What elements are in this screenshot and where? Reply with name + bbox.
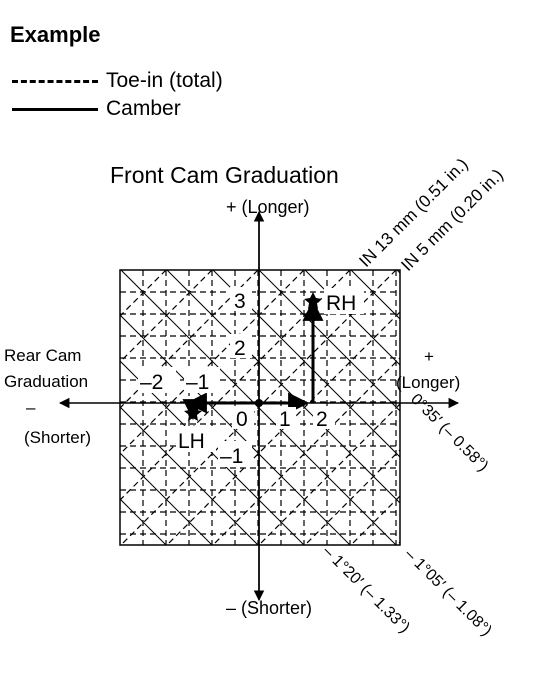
toe-diagonal-line (120, 270, 351, 501)
y-tick-3: 3 (234, 290, 246, 313)
camber-diagonal-line (120, 314, 351, 545)
x-tick-2: 2 (316, 408, 328, 431)
x-tick-1: 1 (279, 408, 291, 431)
lh-label: LH (178, 430, 205, 453)
camber-diagonal-line (120, 360, 305, 545)
y-tick-2: 2 (234, 337, 246, 360)
camber-diagonal-line (120, 270, 397, 545)
camber-diagonal-line (489, 270, 560, 670)
camber-diagonal-line (535, 270, 560, 670)
rear-cam-plus-sign: + (424, 347, 434, 366)
front-cam-title: Front Cam Graduation (110, 162, 339, 188)
toe-diagonal-line (120, 270, 121, 271)
toe-diagonal-line (396, 541, 400, 545)
toe-diagonal-line (120, 270, 259, 409)
camber-diagonal-line (304, 270, 400, 366)
camber-1-05-label: – 1°05′ (– 1.08°) (401, 546, 495, 640)
camber-diagonal-line (120, 544, 121, 545)
label-bg-x2 (313, 407, 335, 429)
label-bg-x0 (232, 407, 254, 429)
front-cam-longer-label: + (Longer) (226, 197, 310, 217)
label-bg-x1 (276, 407, 296, 429)
camber-diagonal-line (258, 270, 400, 412)
toe-diagonal-line (120, 270, 397, 545)
toe-diagonal-line (120, 270, 167, 317)
toe-diagonal-line (258, 403, 400, 545)
rear-cam-shorter-label: (Shorter) (24, 428, 91, 447)
toe-diagonal-line (212, 357, 400, 545)
toe-diagonal-line (120, 270, 213, 363)
label-bg-rh (324, 288, 364, 314)
rear-cam-title-line2: Graduation (4, 372, 88, 391)
label-bg-xm1 (184, 367, 220, 393)
toe-diagonal-line (166, 311, 400, 545)
front-cam-shorter-label: – (Shorter) (226, 598, 312, 618)
camber-diagonal-line (120, 406, 259, 545)
dashed-line-sample (12, 79, 98, 83)
legend-toe-in-label: Toe-in (total) (106, 69, 223, 92)
x-tick-minus-1: –1 (186, 371, 209, 394)
camber-diagonal-line (120, 452, 213, 545)
toe-diagonal-line (304, 449, 400, 545)
legend-camber: Camber (12, 96, 181, 122)
label-bg-xm2 (138, 367, 176, 393)
legend-camber-label: Camber (106, 97, 181, 120)
label-bg-y2 (230, 334, 252, 358)
camber-diagonal-line (212, 270, 400, 458)
rh-label: RH (326, 292, 356, 315)
toe-diagonal-line (318, 270, 560, 670)
example-heading: Example (10, 22, 101, 47)
label-bg-lh (176, 426, 216, 452)
rh-point-marker (304, 292, 322, 309)
y-tick-minus-1: –1 (220, 445, 243, 468)
rear-cam-longer-label: (Longer) (396, 373, 460, 392)
rear-cam-minus-sign: – (26, 398, 36, 417)
solid-line-sample (12, 107, 98, 111)
x-tick-minus-2: –2 (140, 371, 163, 394)
label-bg-ym1 (218, 441, 252, 467)
camber-1-20-label: – 1°20′ (– 1.33°) (319, 543, 413, 637)
lh-point-marker (184, 404, 202, 421)
rear-cam-title-line1: Rear Cam (4, 346, 81, 365)
x-tick-0: 0 (236, 408, 248, 431)
legend-toe-in: Toe-in (total) (12, 68, 223, 94)
label-bg-y3 (230, 287, 252, 311)
origin-point (255, 399, 263, 407)
